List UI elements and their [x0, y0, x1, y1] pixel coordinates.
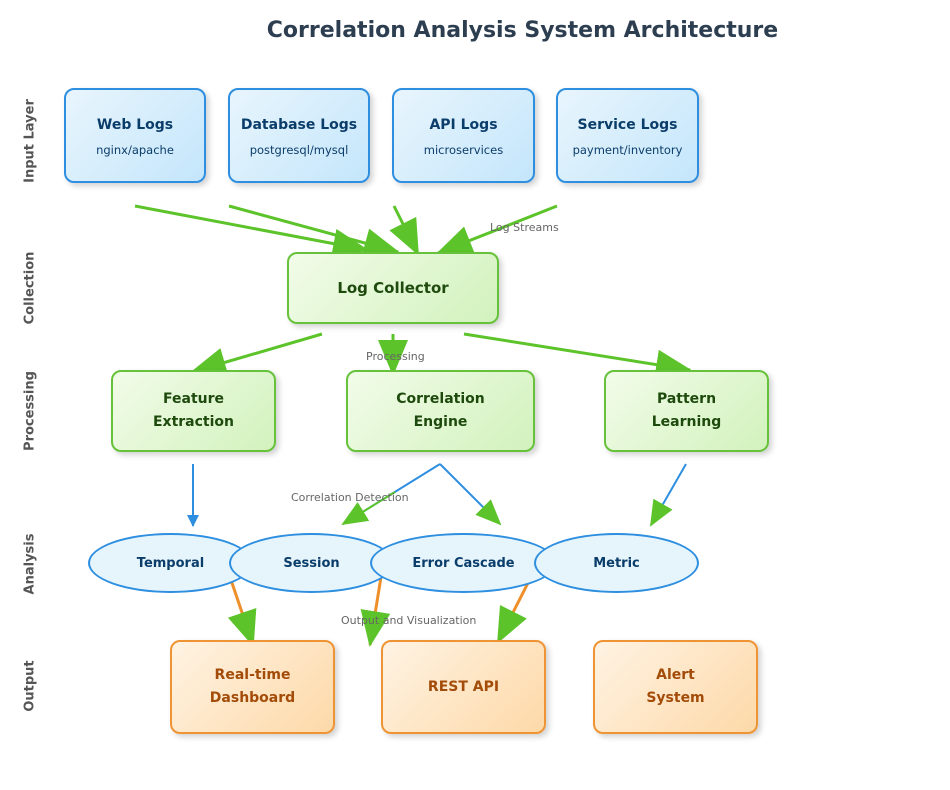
node-service-logs-name: Service Logs [577, 117, 678, 133]
node-pattern-learning[interactable]: Pattern Learning [604, 370, 769, 452]
node-alert-system[interactable]: Alert System [593, 640, 758, 734]
node-feature-extraction-line1: Feature [163, 391, 224, 407]
node-database-logs-sub: postgresql/mysql [249, 143, 349, 157]
oval-temporal[interactable]: Temporal [88, 533, 253, 593]
node-rest-api-line1: REST API [427, 678, 500, 695]
arrow-correlation-to-error [439, 463, 502, 526]
node-service-logs-sub: payment/inventory [572, 143, 683, 157]
node-log-collector[interactable]: Log Collector [287, 252, 499, 324]
edge-label-processing: Processing [366, 350, 425, 363]
arrow-error-to-rest [496, 576, 533, 644]
node-web-logs-sub: nginx/apache [96, 143, 174, 157]
edge-label-correlation-detection: Correlation Detection [291, 491, 409, 504]
node-realtime-dashboard-line2: Dashboard [209, 690, 296, 706]
node-feature-extraction[interactable]: Feature Extraction [111, 370, 276, 452]
edge-label-output-visualization: Output and Visualization [341, 614, 477, 627]
edge-label-log-streams: Log Streams [490, 221, 559, 234]
node-api-logs[interactable]: API Logs microservices [392, 88, 535, 183]
node-realtime-dashboard-line1: Real-time [214, 667, 291, 683]
node-web-logs[interactable]: Web Logs nginx/apache [64, 88, 206, 183]
node-rest-api[interactable]: REST API [381, 640, 546, 734]
node-alert-system-line2: System [646, 690, 705, 706]
node-database-logs-name: Database Logs [240, 117, 358, 133]
node-correlation-engine[interactable]: Correlation Engine [346, 370, 535, 452]
diagram-title: Correlation Analysis System Architecture [266, 18, 779, 43]
node-log-collector-name: Log Collector [337, 278, 449, 297]
arrow-db-to-collector [228, 204, 400, 258]
oval-error-cascade[interactable]: Error Cascade [370, 533, 557, 593]
arrow-temporal-to-dashboard [227, 576, 257, 647]
arrow-collector-to-feature [190, 332, 323, 377]
node-feature-extraction-line2: Extraction [152, 414, 234, 430]
oval-metric[interactable]: Metric [534, 533, 699, 593]
arrow-correlation-to-session-head [341, 491, 396, 526]
arrow-pattern-to-metric [650, 463, 687, 527]
node-alert-system-line1: Alert [656, 667, 695, 683]
node-web-logs-name: Web Logs [96, 117, 174, 133]
node-realtime-dashboard[interactable]: Real-time Dashboard [170, 640, 335, 734]
node-pattern-learning-line2: Learning [651, 414, 722, 430]
oval-session[interactable]: Session [229, 533, 394, 593]
node-service-logs[interactable]: Service Logs payment/inventory [556, 88, 699, 183]
arrow-collector-to-pattern [463, 332, 692, 380]
node-api-logs-name: API Logs [429, 117, 498, 133]
node-database-logs[interactable]: Database Logs postgresql/mysql [228, 88, 370, 183]
node-pattern-learning-line1: Pattern [656, 391, 717, 407]
node-correlation-engine-line1: Correlation [396, 391, 485, 407]
node-correlation-engine-line2: Engine [413, 414, 468, 430]
arrow-service-to-collector [436, 204, 558, 255]
arrow-api-to-collector [389, 205, 420, 256]
node-api-logs-sub: microservices [423, 143, 504, 157]
arrow-session-to-rest [360, 576, 391, 647]
arrow-web-to-collector [134, 204, 369, 259]
